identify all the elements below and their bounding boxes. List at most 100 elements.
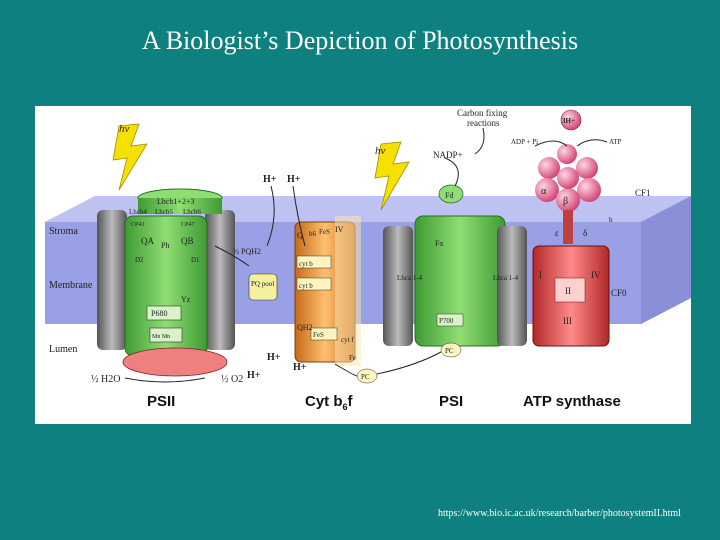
fd-ellipse <box>438 184 464 204</box>
lightning-bolt-icon <box>112 123 148 191</box>
photosynthesis-diagram: Stroma Membrane Lumen Lhcb1+2+3 Lhcb4 Lh… <box>45 108 691 412</box>
lhcb5-label: Lhcb5 <box>155 208 173 216</box>
psii-complex: Lhcb1+2+3 Lhcb4 Lhcb5 Lhcb6 CP43 CP47 QA… <box>91 188 243 410</box>
lhcb-label: Lhcb1+2+3 <box>157 197 194 206</box>
pqh2-label: ½ PQH2 <box>233 247 261 256</box>
membrane-side-face <box>641 196 691 324</box>
reactions-label: reactions <box>467 118 500 128</box>
proton-arrow-2 <box>292 185 306 247</box>
adp-label: ADP + Pi <box>511 138 538 146</box>
cytbf-complex: Q b6 FeS IV cyt b cyt b QH2 FeS cyt f Fe… <box>294 216 378 412</box>
cf0-i-label: I <box>539 270 542 280</box>
pc-arrow-2 <box>376 351 442 375</box>
epsilon-label: ε <box>555 228 559 238</box>
pc-arrow-1 <box>334 363 358 377</box>
fes-top-label: FeS <box>319 228 330 236</box>
atp-text-label: ATP <box>609 138 622 146</box>
cf0-label: CF0 <box>611 288 627 298</box>
qa-label: QA <box>141 236 154 246</box>
cf1-label: CF1 <box>635 188 651 198</box>
atp-arrow <box>576 139 608 147</box>
fes-label: FeS <box>313 331 324 339</box>
fe-label: Fe <box>349 354 356 362</box>
lightning-bolt-icon <box>374 141 410 211</box>
lumen-label: Lumen <box>49 344 77 355</box>
pc-label-1: PC <box>361 373 370 381</box>
cyt-bl-box <box>296 255 332 269</box>
pq-pool-box <box>248 273 278 301</box>
light-bolt-1: hν <box>112 123 148 191</box>
half-water-label: ½ H2O <box>91 374 120 385</box>
p680-label: P680 <box>151 309 167 318</box>
yz-label: Yz <box>181 295 191 304</box>
light-bolt-2: hν <box>374 141 410 211</box>
psi-core <box>414 215 506 347</box>
proton-arrow-1 <box>266 185 275 247</box>
nadp-label: NADP+ <box>433 150 463 160</box>
hv1-label: hν <box>119 123 130 135</box>
b6-label: b6 <box>309 230 317 238</box>
cp43-label: CP43 <box>131 222 144 228</box>
pq-pool-label: PQ pool <box>251 280 274 288</box>
cytbf-subunit-iv <box>335 216 361 366</box>
pheophytin-label: Ph <box>161 241 169 250</box>
nadp-arrow <box>474 127 485 155</box>
atp-synthase-label: ATP synthase <box>523 393 621 410</box>
atp-stalk <box>563 210 573 244</box>
alpha-label: α <box>541 186 547 197</box>
cp47-label: CP47 <box>181 222 194 228</box>
b-subunit-label: b <box>609 216 613 224</box>
lhca-right-label: Lhca 1-4 <box>493 274 519 282</box>
p680-box <box>146 305 182 321</box>
carbon-fixing-label: Carbon fixing <box>457 108 508 118</box>
f1-center-ball <box>557 167 579 189</box>
cyt-bh-box <box>296 277 332 291</box>
q-label: Q <box>297 231 303 240</box>
f1-beta-ball <box>576 157 598 179</box>
psi-complex: Fd Fx P700 Lhca 1-4 Lhca 1-4 PC PSI <box>383 184 527 410</box>
cytbf-label: Cyt b6f <box>305 393 354 412</box>
half-oxygen-label: ½ O2 <box>221 374 243 385</box>
hv2-label: hν <box>375 145 386 157</box>
slide-title: A Biologist’s Depiction of Photosynthesi… <box>141 26 579 55</box>
cf0-iii-label: III <box>563 316 572 326</box>
flow-arrows <box>124 139 608 383</box>
iv-label: IV <box>335 225 344 234</box>
f1-alpha-ball-3 <box>577 178 601 202</box>
pc-ellipse-2 <box>440 342 462 358</box>
fx-label: Fx <box>435 239 443 248</box>
d2-label: D2 <box>135 256 144 264</box>
pc-label-2: PC <box>445 347 454 355</box>
lhca-left-label: Lhca 1-4 <box>397 274 423 282</box>
h-plus-6: H+ <box>247 370 261 381</box>
pq-pool: PQ pool ½ PQH2 <box>233 247 278 301</box>
cf0-ii-label: II <box>565 286 571 296</box>
3h-ball <box>560 109 582 131</box>
p700-box <box>436 313 464 327</box>
h-plus-1: H+ <box>263 174 277 185</box>
cf0-subunit-ii <box>554 277 586 303</box>
lhcb-trimer-body <box>138 198 222 214</box>
cyt-f-label: cyt f <box>341 336 354 344</box>
f1-beta-ball-2 <box>556 188 580 212</box>
d1-label: D1 <box>191 256 200 264</box>
fes-box <box>310 327 338 341</box>
mn-label: Mn Mn <box>152 334 170 340</box>
oxygen-evolving-complex <box>122 347 228 377</box>
pq-arrow <box>214 245 250 267</box>
cyt-bl-label: cyt b <box>299 260 313 268</box>
f1-alpha-ball <box>538 157 560 179</box>
water-oxygen-arrow <box>124 377 206 383</box>
adp-arrow <box>534 140 568 147</box>
fd-label: Fd <box>445 191 453 200</box>
psii-gray-helices-left <box>97 210 127 350</box>
qb-label: QB <box>181 236 194 246</box>
p700-label: P700 <box>439 317 454 325</box>
psi-lhca-left <box>383 226 413 346</box>
3h-label: 3H+ <box>562 117 575 125</box>
mn-cluster-box <box>149 327 183 343</box>
stroma-label: Stroma <box>49 226 78 237</box>
f1-alpha-ball-2 <box>535 178 559 202</box>
source-url[interactable]: https://www.bio.ic.ac.uk/research/barber… <box>438 508 681 519</box>
h-plus-5: H+ <box>293 362 307 373</box>
